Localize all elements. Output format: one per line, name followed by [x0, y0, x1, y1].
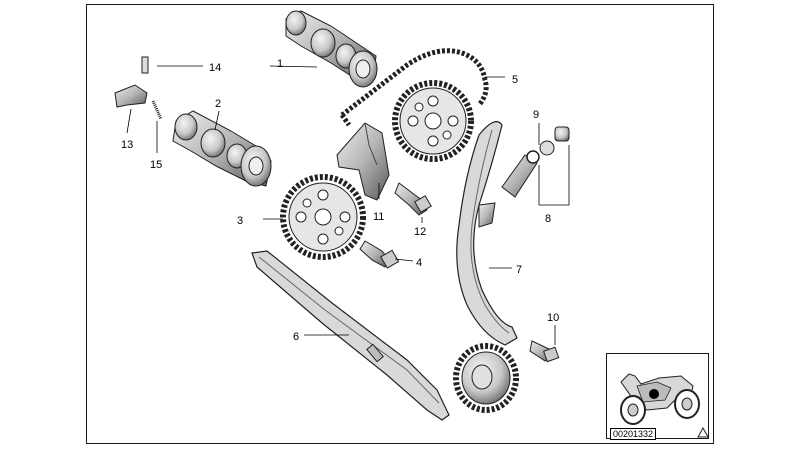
parts-diagram: 1 2 3 4 5 6 7 8 9 10 11 12 13 14 15	[114, 10, 570, 421]
triangle-warning-icon	[697, 427, 709, 438]
motorcycle-icon	[620, 373, 700, 425]
callout-8: 8	[545, 213, 551, 225]
callout-12: 12	[414, 226, 426, 238]
crankshaft-sprocket	[453, 343, 519, 413]
callout-11: 11	[373, 211, 384, 223]
camshaft-lower	[172, 110, 272, 187]
bolt-10	[529, 340, 560, 363]
rocker-arm	[114, 56, 163, 120]
diagram-frame: 1 2 3 4 5 6 7 8 9 10 11 12 13 14 15	[86, 4, 714, 444]
bolt-4	[359, 240, 400, 269]
callout-4: 4	[416, 257, 422, 269]
leader-13	[126, 108, 132, 134]
leader-2	[214, 110, 220, 131]
callout-6: 6	[293, 331, 299, 343]
slide-rail	[251, 250, 450, 421]
location-marker-icon	[649, 389, 659, 399]
leader-4	[394, 258, 414, 262]
timing-chain	[339, 48, 489, 127]
diagram-id-label: 00201332	[610, 428, 657, 440]
callout-5: 5	[512, 74, 518, 86]
sprocket-upper	[392, 80, 474, 162]
callout-3: 3	[237, 215, 243, 227]
leader-1	[269, 65, 318, 68]
chain-guide-upper	[336, 122, 390, 201]
tensioner-rail	[456, 121, 518, 346]
callout-15: 15	[150, 159, 162, 171]
callout-14: 14	[209, 62, 221, 74]
callout-9: 9	[533, 109, 539, 121]
motorcycle-thumbnail	[606, 353, 709, 439]
callout-7: 7	[516, 264, 522, 276]
bolt-12	[394, 182, 432, 216]
camshaft-upper	[285, 10, 378, 88]
chain-tensioner	[501, 126, 570, 198]
callout-13: 13	[121, 139, 133, 151]
sprocket-lower	[280, 174, 366, 260]
callout-10: 10	[547, 312, 559, 324]
callout-1: 1	[277, 58, 283, 70]
callout-2: 2	[215, 98, 221, 110]
